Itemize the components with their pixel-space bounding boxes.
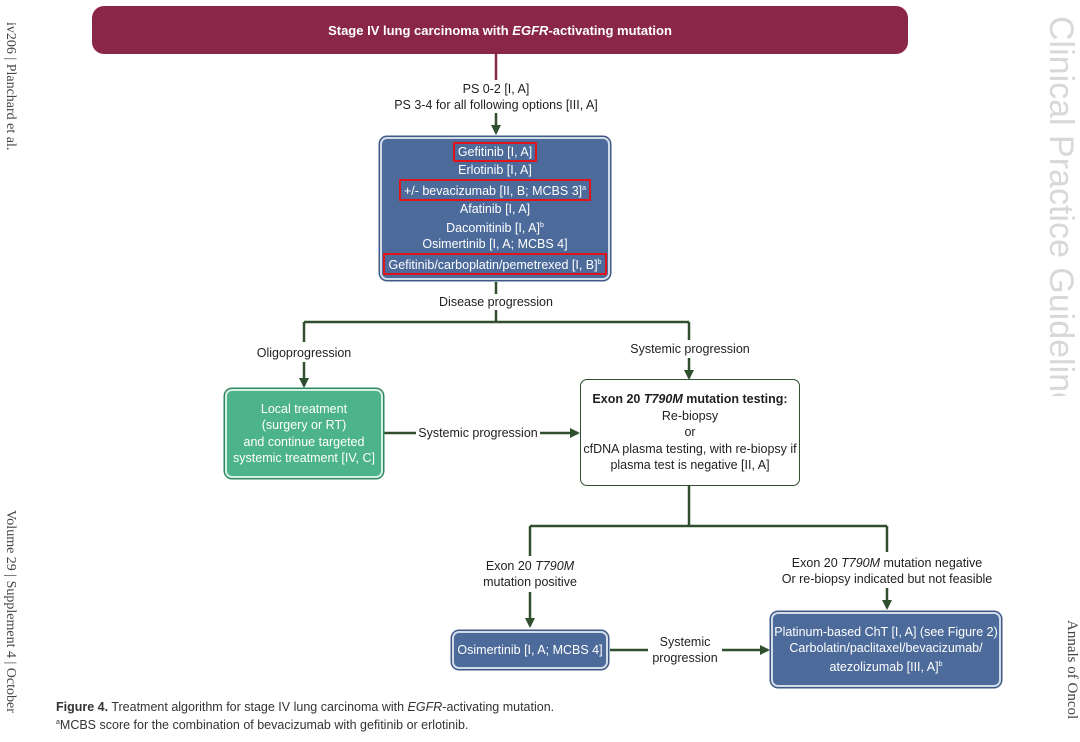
first-line-item: Afatinib [I, A] [460, 201, 530, 218]
highlighted-option: +/- bevacizumab [II, B; MCBS 3]a [398, 178, 592, 202]
first-line-item: Erlotinib [I, A] [458, 162, 532, 179]
testing-line: Re-biopsy [661, 408, 719, 423]
option-text: Erlotinib [I, A] [458, 163, 532, 178]
first-line-item: Dacomitinib [I, A]b [446, 218, 544, 237]
volume-running-foot: Volume 29 | Supplement 4 | October [3, 510, 18, 713]
mutation-negative-label: Exon 20 T790M mutation negative Or re-bi… [781, 556, 993, 586]
first-line-item: +/- bevacizumab [II, B; MCBS 3]a [398, 178, 592, 202]
diagram-header: Stage IV lung carcinoma with EGFR-activa… [92, 6, 908, 54]
systemic-progression-label-mid: Systemic progression [418, 426, 538, 440]
journal-name: Annals of Oncol [1064, 620, 1080, 720]
page-running-head: iv206 | Planchard et al. [0, 22, 18, 742]
option-text: Dacomitinib [I, A]b [446, 220, 544, 235]
ps-line-2: PS 3-4 for all following options [III, A… [394, 98, 598, 112]
figure-caption: Figure 4. Treatment algorithm for stage … [56, 700, 555, 733]
local-treatment-line: and continue targeted [243, 434, 365, 449]
systemic-progression-label-top: Systemic progression [630, 342, 750, 356]
first-line-item: Osimertinib [I, A; MCBS 4] [422, 236, 567, 253]
platinum-chemotherapy-box: Platinum-based ChT [I, A] (see Figure 2)… [771, 612, 1001, 687]
disease-progression-label: Disease progression [439, 295, 553, 309]
highlighted-option: Gefitinib [I, A] [452, 141, 538, 163]
first-line-item: Gefitinib [I, A] [452, 141, 538, 163]
osimertinib-box: Osimertinib [I, A; MCBS 4] [452, 631, 608, 669]
ps-criteria: PS 0-2 [I, A] PS 3-4 for all following o… [346, 81, 646, 113]
first-line-item: Gefitinib/carboplatin/pemetrexed [I, B]b [383, 252, 607, 276]
testing-line: or [684, 425, 696, 440]
header-title: Stage IV lung carcinoma with EGFR-activa… [328, 22, 672, 38]
t790m-testing-box: Exon 20 T790M mutation testing: Re-biops… [580, 379, 800, 486]
testing-title: Exon 20 T790M mutation testing: [592, 392, 788, 407]
local-treatment-box: Local treatment (surgery or RT) and cont… [225, 389, 383, 478]
local-treatment-line: systemic treatment [IV, C] [233, 451, 375, 465]
systemic-progression-label-bottom: Systemic progression [652, 635, 718, 665]
running-head-left: iv206 | Planchard et al. [3, 22, 18, 151]
section-watermark: Clinical Practice Guidelines [1042, 16, 1080, 396]
local-treatment-line: (surgery or RT) [261, 418, 347, 432]
testing-line: plasma test is negative [II, A] [610, 458, 770, 473]
oligoprogression-label: Oligoprogression [256, 346, 352, 360]
first-line-treatment-box: Gefitinib [I, A]Erlotinib [I, A]+/- beva… [380, 137, 610, 280]
option-text: Osimertinib [I, A; MCBS 4] [422, 237, 568, 252]
ps-line-1: PS 0-2 [I, A] [462, 82, 530, 96]
highlighted-option: Gefitinib/carboplatin/pemetrexed [I, B]b [383, 252, 607, 276]
testing-line: cfDNA plasma testing, with re-biopsy if [583, 441, 797, 456]
option-text: Afatinib [I, A] [459, 202, 531, 217]
mutation-positive-label: Exon 20 T790M mutation positive [483, 559, 577, 589]
local-treatment-line: Local treatment [260, 401, 348, 416]
